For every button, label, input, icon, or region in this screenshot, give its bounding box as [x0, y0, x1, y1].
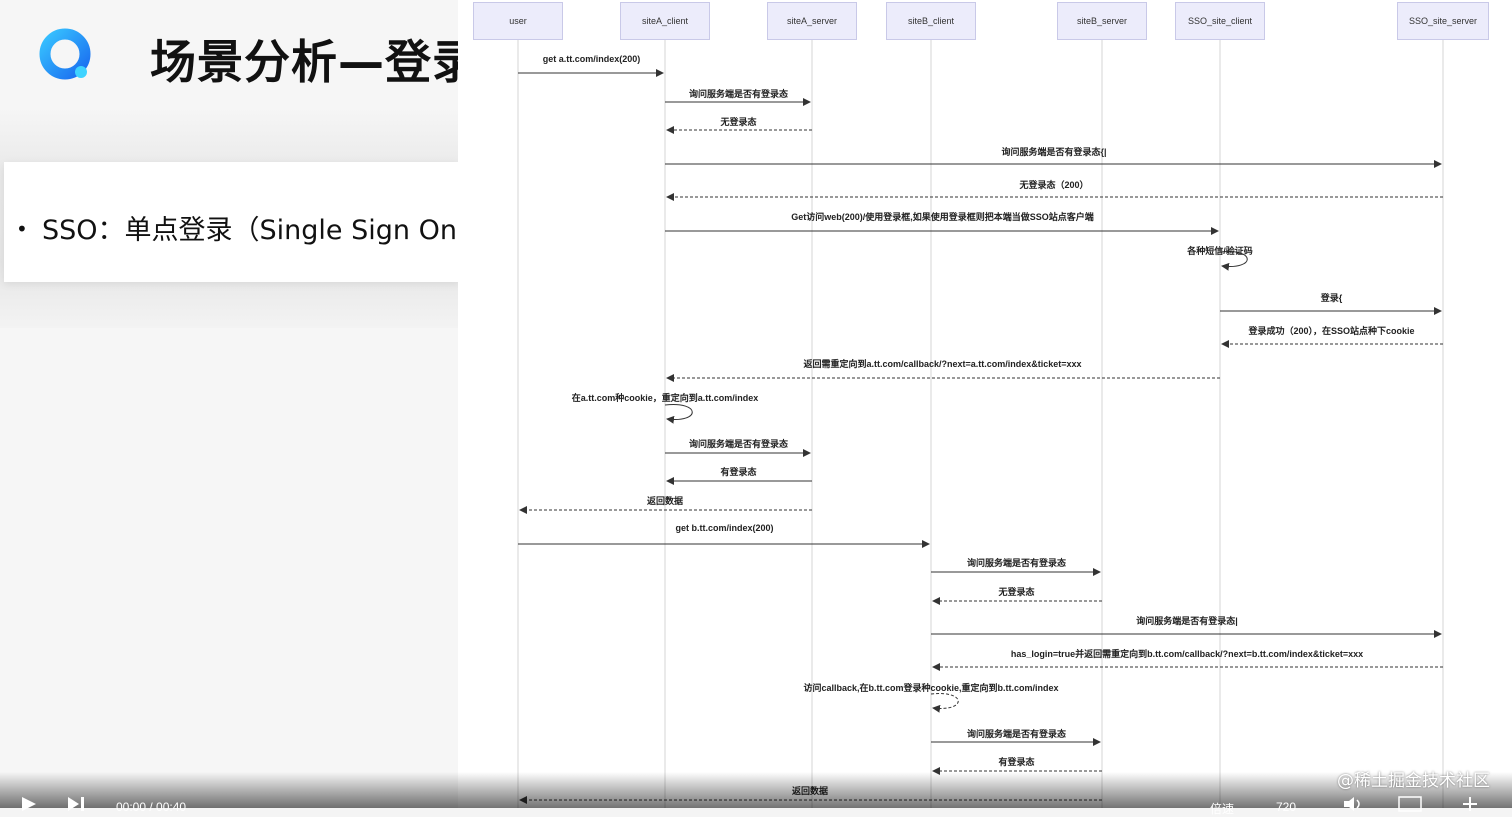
app-logo-icon: [39, 28, 91, 80]
watermark: @稀土掘金技术社区: [1337, 771, 1490, 791]
message-label: 无登录态: [720, 117, 757, 127]
actor-box: siteA_server: [767, 2, 857, 40]
time-display: 00:00 / 00:40: [116, 800, 187, 814]
message-label: 在a.tt.com种cookie，重定向到a.tt.com/index: [571, 393, 759, 403]
actor-box: SSO_site_server: [1397, 2, 1489, 40]
message-label: 各种短信/验证码: [1187, 246, 1253, 256]
slide-panel: 场景分析—登录 •SSO：单点登录（Single Sign On: [0, 0, 478, 808]
actor-box: siteB_client: [886, 2, 976, 40]
actor-box: siteA_client: [620, 2, 710, 40]
play-icon[interactable]: [20, 796, 40, 812]
slide-title: 场景分析—登录: [150, 35, 479, 89]
actor-box: SSO_site_client: [1175, 2, 1265, 40]
message-label: get b.tt.com/index(200): [675, 523, 774, 533]
pip-icon[interactable]: [1398, 796, 1424, 812]
message-label: 询问服务端是否有登录态: [688, 89, 789, 99]
sequence-diagram: user siteA_client siteA_server siteB_client…: [458, 0, 1512, 808]
message-label: 有登录态: [998, 757, 1035, 767]
message-arrow: [930, 693, 959, 713]
message-label: 询问服务端是否有登录态: [688, 439, 789, 449]
message-label: Get访问web(200)/使用登录框,如果使用登录框则把本端当做SSO站点客户…: [791, 212, 1094, 222]
message-label: 有登录态: [720, 467, 757, 477]
message-arrow: [1219, 251, 1248, 271]
bullet-item: •SSO：单点登录（Single Sign On: [16, 215, 457, 246]
message-label: 登录{: [1320, 293, 1343, 303]
actor-box: siteB_server: [1057, 2, 1147, 40]
quality-button[interactable]: 720: [1276, 800, 1297, 814]
message-label: 无登录态: [998, 587, 1035, 597]
video-controls: 00:00 / 00:40 倍速 720: [0, 772, 1512, 816]
message-label: 返回数据: [646, 496, 684, 506]
message-arrow: [664, 404, 693, 424]
next-icon[interactable]: [66, 796, 88, 812]
actor-box: user: [473, 2, 563, 40]
message-label: 询问服务端是否有登录态|: [1136, 616, 1238, 626]
message-label: get a.tt.com/index(200): [542, 54, 641, 64]
speed-button[interactable]: 倍速: [1210, 802, 1235, 816]
bullet-box: •SSO：单点登录（Single Sign On: [4, 162, 460, 282]
message-label: 询问服务端是否有登录态: [966, 729, 1067, 739]
fullscreen-icon[interactable]: [1460, 796, 1480, 812]
sequence-diagram-lines: [517, 40, 1444, 808]
message-label: 询问服务端是否有登录态: [966, 558, 1067, 568]
volume-icon[interactable]: [1342, 796, 1368, 812]
message-label: has_login=true并返回需重定向到b.tt.com/callback/…: [1010, 649, 1364, 659]
message-label: 返回需重定向到a.tt.com/callback/?next=a.tt.com/…: [803, 359, 1082, 369]
message-label: 访问callback,在b.tt.com登录种cookie,重定向到b.tt.c…: [803, 683, 1059, 693]
message-label: 无登录态（200）: [1019, 180, 1089, 190]
message-label: 登录成功（200），在SSO站点种下cookie: [1248, 326, 1415, 336]
message-label: 询问服务端是否有登录态{|: [1001, 147, 1107, 157]
